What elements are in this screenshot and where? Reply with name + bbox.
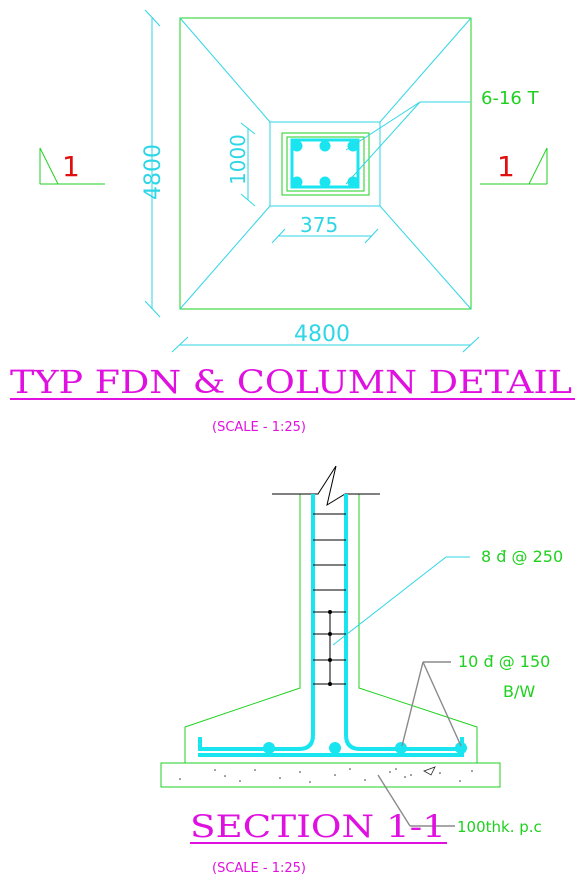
plan-scale: (SCALE - 1:25) bbox=[212, 420, 306, 435]
pcc-hatch bbox=[179, 768, 473, 783]
pcc-aggregate bbox=[423, 766, 436, 776]
column-bar-right bbox=[344, 494, 464, 751]
pedestal-outline bbox=[269, 121, 381, 207]
stirrups bbox=[313, 513, 346, 686]
foundation-plan: 6-16 T 4800 1000 375 4800 bbox=[39, 9, 548, 353]
bottom-bar-leader bbox=[401, 661, 462, 747]
column-bars bbox=[291, 140, 359, 188]
corner-diagonals bbox=[179, 17, 472, 310]
rebar-leader bbox=[345, 101, 470, 185]
dim-height-label: 4800 bbox=[141, 144, 166, 200]
section-mark-right-label: 1 bbox=[497, 150, 515, 183]
rebar-label: 6-16 T bbox=[481, 88, 540, 109]
bottom-bar-label: 10 đ @ 150 bbox=[458, 652, 550, 671]
dimension-height: 4800 bbox=[141, 9, 166, 318]
dim-col-width-label: 375 bbox=[300, 213, 338, 237]
section-mark-left: 1 bbox=[39, 147, 105, 185]
bottom-bars bbox=[263, 742, 467, 754]
dimension-width: 4800 bbox=[171, 322, 480, 353]
column-bar-left bbox=[198, 494, 315, 751]
break-line bbox=[272, 465, 380, 507]
section-title: SECTION 1-1 bbox=[190, 809, 446, 845]
pcc-label: 100thk. p.c bbox=[457, 818, 542, 836]
dim-width-label: 4800 bbox=[294, 322, 350, 347]
dimension-col-depth: 1000 bbox=[226, 122, 256, 207]
stirrup-label: 8 đ @ 250 bbox=[481, 547, 563, 566]
pcc-bed bbox=[160, 762, 501, 788]
section-mark-left-label: 1 bbox=[62, 150, 80, 183]
column-outline-outer bbox=[281, 132, 370, 196]
stirrup-leader bbox=[332, 556, 470, 646]
dim-col-depth-label: 1000 bbox=[226, 134, 250, 185]
footing-profile bbox=[184, 494, 478, 763]
section-view: 8 đ @ 250 10 đ @ 150 B/W 100thk. p.c bbox=[160, 465, 563, 836]
footing-outline bbox=[179, 17, 472, 310]
plan-title: TYP FDN & COLUMN DETAIL bbox=[10, 363, 572, 401]
section-mark-right: 1 bbox=[480, 147, 548, 185]
pcc-leader bbox=[377, 774, 455, 827]
section-scale: (SCALE - 1:25) bbox=[212, 861, 306, 876]
bottom-bar-sublabel: B/W bbox=[503, 682, 535, 701]
dimension-col-width: 375 bbox=[271, 213, 379, 244]
